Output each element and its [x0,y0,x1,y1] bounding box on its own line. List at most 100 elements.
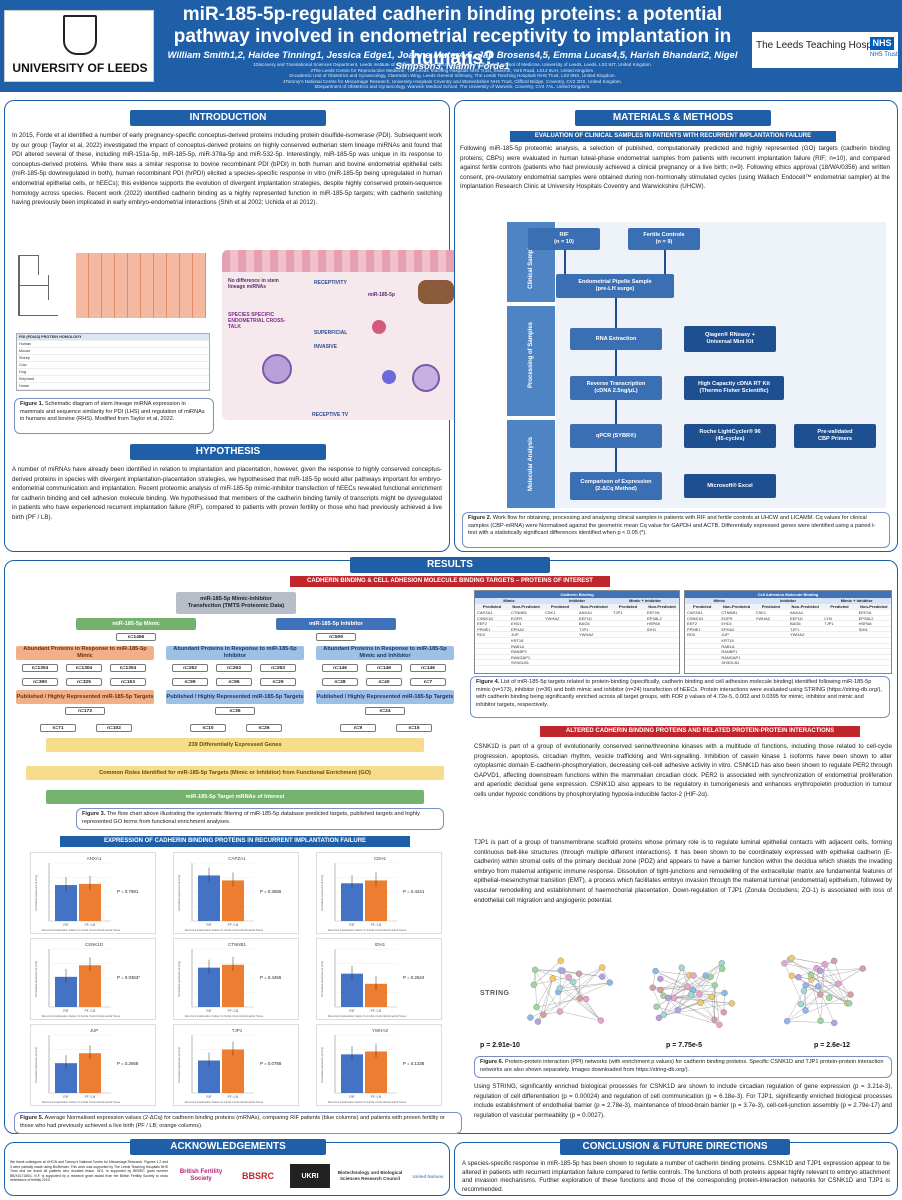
table-row: KRT18 [475,638,679,644]
table-cell: EHD1 [721,621,732,627]
figure1-caption: Figure 1. Schematic diagram of stem line… [14,398,214,434]
table-cell: YWHAZ [755,615,771,621]
primers-box: Pre-validated CBP Primers [794,424,876,448]
group-header: Mimic [503,598,515,603]
network-edge [789,959,851,995]
network-edge [811,979,821,1021]
lane-molecular-analysis: Molecular Analysis [507,420,555,508]
table-cell [822,610,856,615]
published-both-box: Published / Highly Represented miR-185-5… [316,690,454,704]
x-axis-label: Recurrent Implantation Failure Vs Fertil… [42,1100,121,1104]
chart-title: YWHAZ [372,1028,389,1033]
table-cell [611,627,645,632]
excel-box: Microsoft® Excel [684,474,776,498]
network-edge [652,987,664,1015]
network-node [687,991,695,998]
table-row: RANBP1 [475,649,679,655]
network-node [711,1016,718,1023]
category-label: PF / LB [85,1009,96,1013]
network-edge [660,974,690,991]
network-node [797,1000,804,1008]
network-node [540,1011,547,1018]
network-node [697,999,704,1006]
network-node [719,965,726,972]
ppi-network-csnk1d [642,950,740,1034]
bar-pf-lb [79,965,101,1007]
network-node [678,964,685,971]
network-edge [833,960,850,1004]
category-label: PF / LB [85,923,96,927]
common-roles-box: Common Roles Identified for miR-185-5p T… [26,766,444,780]
table-cell [822,638,856,643]
table-cell [754,627,788,632]
category-label: PF / LB [228,1009,239,1013]
network-node [599,964,606,971]
nhs-badge-icon: NHS [870,37,894,50]
network-node [821,960,828,968]
network-node [531,966,539,973]
network-edge [677,974,690,1011]
x-axis-label: Recurrent Implantation Failure Vs Fertil… [185,1100,264,1104]
chart-title: CDH1 [374,856,387,861]
table-row: RANGAP1 [685,655,891,661]
table-cell: IDH1 [647,626,657,632]
united-nations-logo: United Nations [412,1173,444,1179]
cdna-kit-box: High Capacity cDNA RT Kit (Thermo Fisher… [684,376,784,400]
table-cell: EEF2A [647,610,660,615]
bar-rif [198,875,220,921]
table-cell: EEF1D [579,615,592,621]
table-cell [822,649,856,654]
table-cell: RDX [687,632,696,638]
qpcr-box: qPCR (SYBR®) [570,424,662,448]
table-cell: EEF2A [858,610,872,615]
bfs-logo: British Fertility Society [179,1169,223,1182]
table-cell [822,627,856,632]
table-cell [543,638,577,643]
network-node [817,967,824,974]
table-cell: RAB1A [721,643,735,649]
network-node [533,1004,540,1011]
bar-pf-lb [79,883,101,921]
table-cell: TJP1 [579,626,589,632]
embryo-icon [412,364,440,392]
cow-icon [418,280,454,304]
network-node [831,1019,838,1027]
acknowledgements-text: We thank colleagues at UHCW and Tommy's … [10,1160,168,1183]
table-cell: HSPA8 [858,621,872,627]
network-node [788,972,796,979]
column-header: Non-Predicted [580,604,608,609]
network-edge [705,962,722,976]
x-axis-label: Recurrent Implantation Failure Vs Fertil… [328,1100,407,1104]
network-edge [711,996,724,1013]
network-node [556,985,563,992]
network-edge [681,967,712,997]
network-node [606,979,613,986]
network-node [653,1003,660,1010]
table-cell [857,660,891,665]
results-subtitle: CADHERIN BINDING & CELL ADHESION MOLECUL… [290,576,610,587]
network-edge [816,968,848,1004]
chart-title: IDH1 [375,942,386,947]
transfection-box: miR-185-5p Mimic-Inhibitor Transfection … [176,592,296,614]
network-edge [537,967,603,1022]
category-label: RIF [349,923,354,927]
bar-pf-lb [79,1053,101,1093]
network-node [720,1009,727,1016]
bbsrc-council-logo: Biotechnology and Biological Sciences Re… [337,1170,403,1181]
network-node [846,1000,853,1007]
string-logo: STRING [480,990,510,997]
column-header: Non-Predicted [791,604,819,609]
mimic-count: n=1456 [116,633,156,641]
introduction-title: INTRODUCTION [130,110,326,126]
table-cell [857,655,891,660]
conclusion-title: CONCLUSION & FUTURE DIRECTIONS [560,1139,790,1155]
table-cell [685,644,719,649]
network-edge [690,994,715,1020]
network-pvalue: p = 2.6e-12 [814,1042,850,1049]
table-cell [788,644,822,649]
table-row: RANBP1 [685,649,891,655]
table-cell [645,638,679,643]
